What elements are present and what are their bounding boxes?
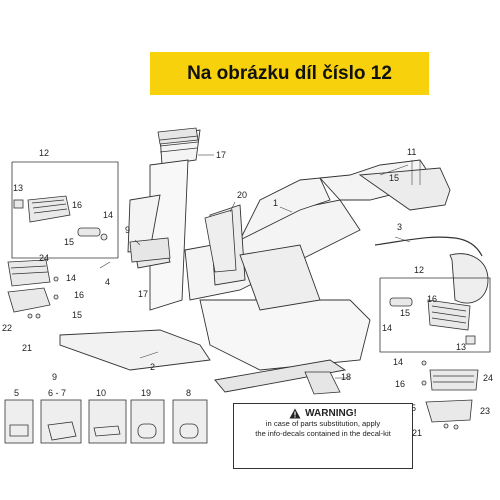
callout-16-right-top: 16 — [427, 294, 437, 304]
callout-15-left-top: 15 — [64, 237, 74, 247]
callout-12-left: 12 — [39, 148, 49, 158]
group-bracket-right — [379, 277, 491, 353]
callout-4: 4 — [105, 277, 110, 287]
footrest-right-lower — [421, 360, 479, 430]
callout-2: 2 — [150, 362, 155, 372]
callout-19: 19 — [141, 388, 151, 398]
warning-line-2: the info-decals contained in the decal-k… — [255, 429, 391, 438]
bracket-20 — [204, 209, 237, 273]
callout-17-mid: 17 — [138, 289, 148, 299]
callout-9-upper: 9 — [125, 225, 130, 235]
callout-18: 18 — [341, 372, 351, 382]
warning-triangle-icon — [289, 408, 301, 419]
callout-14-left-mid: 14 — [66, 273, 76, 283]
bar-18 — [304, 371, 341, 395]
callout-3: 3 — [397, 222, 402, 232]
callout-1: 1 — [273, 198, 278, 208]
callout-15-right-top: 15 — [389, 173, 399, 183]
footrest-right-upper — [389, 297, 476, 345]
callout-6-7: 6 - 7 — [48, 388, 66, 398]
leader-lines — [99, 154, 421, 379]
callout-15-right-mid: 15 — [400, 308, 410, 318]
callout-11: 11 — [407, 147, 416, 157]
callout-5: 5 — [14, 388, 19, 398]
callout-13-left: 13 — [13, 183, 23, 193]
footrest-left-upper — [13, 195, 108, 241]
callout-17-top: 17 — [216, 150, 226, 160]
callout-24-right: 24 — [483, 373, 493, 383]
warning-line-1: in case of parts substitution, apply — [265, 419, 381, 428]
callout-16-right-low: 16 — [395, 379, 405, 389]
footrest-left-lower — [7, 259, 59, 319]
callout-10: 10 — [96, 388, 106, 398]
warning-title-text: WARNING! — [305, 408, 357, 419]
callout-22: 22 — [2, 323, 12, 333]
title-banner: Na obrázku díl číslo 12 — [150, 52, 429, 95]
callout-9-lower: 9 — [52, 372, 57, 382]
warning-title: WARNING! — [234, 408, 412, 419]
callout-15-left-mid: 15 — [72, 310, 82, 320]
scooter-frame — [59, 129, 451, 393]
callout-14-left-top: 14 — [103, 210, 113, 220]
callout-21-left: 21 — [22, 343, 32, 353]
cable-3 — [374, 236, 489, 304]
small-parts-row — [4, 399, 208, 444]
callout-12-right: 12 — [414, 265, 424, 275]
group-bracket-left — [11, 161, 119, 259]
callout-16-left-top: 16 — [72, 200, 82, 210]
callouts: 12 17 11 13 16 20 1 14 15 9 15 3 24 4 14… — [2, 147, 493, 438]
steering-bellows — [129, 127, 199, 263]
callout-8: 8 — [186, 388, 191, 398]
callout-24-left: 24 — [39, 253, 49, 263]
warning-box: WARNING! in case of parts substitution, … — [233, 403, 413, 469]
banner-text: Na obrázku díl číslo 12 — [187, 62, 392, 84]
callout-13-right: 13 — [456, 342, 466, 352]
callout-20: 20 — [237, 190, 247, 200]
callout-14-right-mid: 14 — [382, 323, 392, 333]
callout-21-right: 21 — [412, 428, 422, 438]
callout-23: 23 — [480, 406, 490, 416]
callout-16-left-mid: 16 — [74, 290, 84, 300]
callout-14-right-low: 14 — [393, 357, 403, 367]
